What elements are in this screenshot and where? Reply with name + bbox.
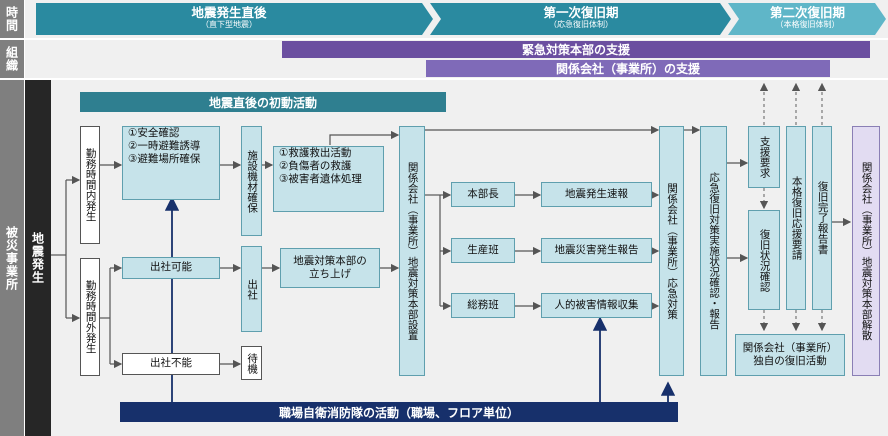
own-restore-line-1: 関係会社（事業所） xyxy=(742,341,838,354)
emergency-response-box: 関係会社（事業所）応急対策 xyxy=(659,126,684,376)
cannot-attend-box: 出社不能 xyxy=(122,353,220,375)
quake-report-box: 地震発生速報 xyxy=(541,182,652,207)
phase-1-title: 地震発生直後 xyxy=(191,5,267,20)
phase-chevrons xyxy=(36,3,886,35)
out-hours-box: 勤務時間外発生 xyxy=(80,258,100,376)
attend-box: 出社 xyxy=(241,246,262,332)
injury-info-box: 人的被害情報収集 xyxy=(541,293,652,318)
row-label-org: 組織 xyxy=(0,40,24,78)
full-restore-request-box: 本格復旧応援要請 xyxy=(786,126,806,310)
affiliate-hq-box: 関係会社（事業所）地震対策本部設置 xyxy=(399,126,425,376)
phase-2-title: 第一次復旧期 xyxy=(543,5,619,20)
hq-setup-line-1: 地震対策本部の xyxy=(293,254,367,267)
phase-chevron-1 xyxy=(36,3,433,35)
row-label-site: 被災事業所 xyxy=(0,80,24,436)
rescue-item-2: ②負傷者の救護 xyxy=(279,160,352,173)
safety-item-2: ②一時避難誘導 xyxy=(128,140,201,153)
damage-report-box: 地震災害発生報告 xyxy=(541,238,652,263)
restore-status-box: 復旧状況確認 xyxy=(748,210,780,310)
phase-3-label: 第二次復旧期 （本格復旧体制） xyxy=(739,6,876,30)
phase-chevron-3 xyxy=(728,3,886,35)
side-label-earthquake: 地震発生 xyxy=(25,80,51,436)
self-defense-banner: 職場自衛消防隊の活動（職場、フロア単位） xyxy=(120,402,678,422)
production-box: 生産班 xyxy=(451,238,515,263)
dissolve-box: 関係会社（事業所）地震対策本部解散 xyxy=(852,126,880,376)
safety-item-3: ③避難場所確保 xyxy=(128,153,201,166)
safety-item-1: ①安全確認 xyxy=(128,127,180,139)
rescue-box: ①救護救出活動 ②負傷者の救護 ③被害者遺体処理 xyxy=(273,146,384,212)
can-attend-box: 出社可能 xyxy=(122,257,220,279)
safety-box: ①安全確認 ②一時避難誘導 ③避難場所確保 xyxy=(122,126,220,200)
phase-2-label: 第一次復旧期 （応急復旧体制） xyxy=(441,6,721,30)
hq-setup-box: 地震対策本部の 立ち上げ xyxy=(280,248,380,288)
org-bar-emergency-support: 緊急対策本部の支援 xyxy=(282,41,870,58)
own-restore-box: 関係会社（事業所） 独自の復旧活動 xyxy=(735,334,845,376)
rescue-item-1: ①救護救出活動 xyxy=(279,147,352,159)
phase-1-label: 地震発生直後 （直下型地震） xyxy=(36,6,422,30)
restore-confirm-box: 応急復旧対策実施状況確認・報告 xyxy=(700,126,727,376)
support-request-box: 支援要求 xyxy=(748,126,780,188)
facility-box: 施設機材確保 xyxy=(241,126,262,236)
restore-done-box: 復旧完了報告書 xyxy=(812,126,832,310)
org-bar-affiliate-support: 関係会社（事業所）の支援 xyxy=(426,60,830,77)
phase-3-sub: （本格復旧体制） xyxy=(775,19,840,29)
row-label-time: 時間 xyxy=(0,0,24,38)
standby-box: 待機 xyxy=(241,346,262,380)
rescue-item-3: ③被害者遺体処理 xyxy=(279,173,362,186)
phase-3-title: 第二次復旧期 xyxy=(769,5,845,20)
phase-1-sub: （直下型地震） xyxy=(201,19,257,29)
general-affairs-box: 総務班 xyxy=(451,293,515,318)
hq-chief-box: 本部長 xyxy=(451,182,515,207)
hq-setup-line-2: 立ち上げ xyxy=(309,268,351,280)
own-restore-line-2: 独自の復旧活動 xyxy=(753,355,827,367)
phase-2-sub: （応急復旧体制） xyxy=(549,19,613,29)
phase-chevron-2 xyxy=(430,3,731,35)
initial-activities-banner: 地震直後の初動活動 xyxy=(80,92,446,112)
in-hours-box: 勤務時間内発生 xyxy=(80,126,100,244)
